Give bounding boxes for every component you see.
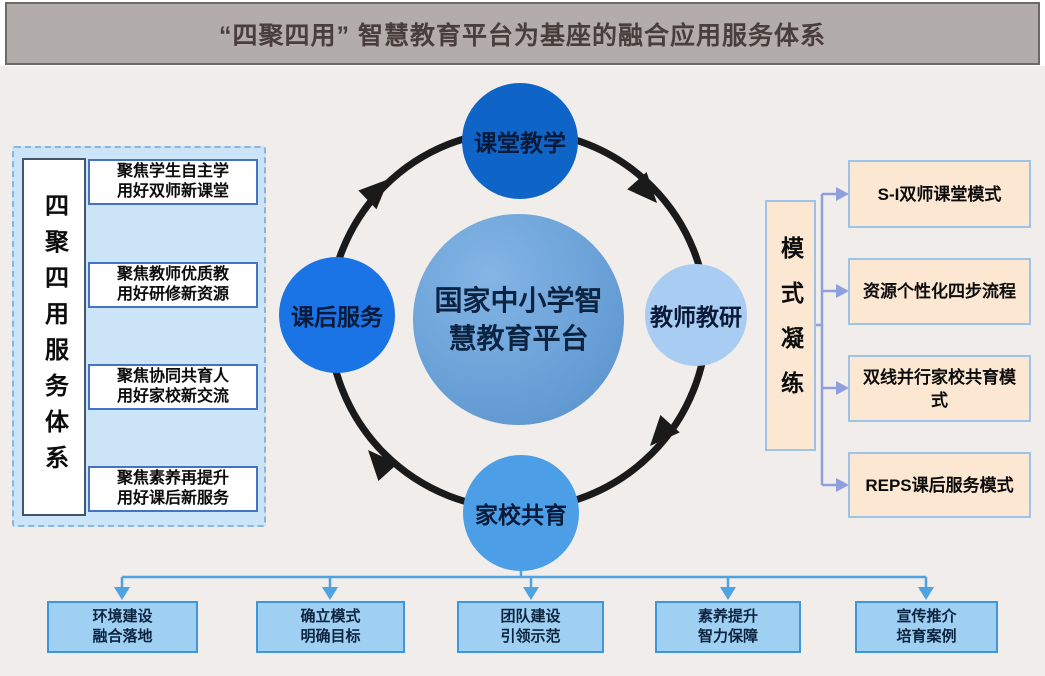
bottom-step-5-line2: 培育案例 — [896, 628, 957, 645]
cycle-node-home-school: 家校共育 — [463, 455, 579, 571]
focus-item-3: 聚焦协同共育人 用好家校新交流 — [88, 364, 258, 410]
bottom-step-2-line2: 明确目标 — [300, 628, 361, 645]
ring-arrow-ne — [627, 172, 657, 203]
center-platform-line1: 国家中小学智 — [434, 284, 603, 316]
focus-item-2: 聚焦教师优质教 用好研修新资源 — [88, 262, 258, 308]
focus-item-3-line1: 聚焦协同共育人 — [116, 368, 229, 385]
cycle-node-after-class-service: 课后服务 — [279, 257, 395, 373]
right-bracket-lines — [815, 192, 838, 487]
bottom-step-4-line2: 智力保障 — [697, 628, 758, 645]
focus-item-1-line2: 用好双师新课堂 — [116, 183, 229, 200]
focus-item-4-line1: 聚焦素养再提升 — [116, 470, 229, 487]
mode-item-1-text: S-I双师课堂模式 — [877, 184, 1002, 204]
mode-item-1: S-I双师课堂模式 — [848, 160, 1031, 228]
center-platform-line2: 慧教育平台 — [448, 322, 589, 354]
bottom-step-5-line1: 宣传推介 — [896, 608, 957, 625]
bottom-step-4-line1: 素养提升 — [697, 608, 758, 625]
ring-arrow-se — [650, 415, 680, 446]
bottom-connector-arrowheads — [114, 587, 934, 600]
ring-arrow-sw — [368, 450, 398, 481]
focus-item-3-line2: 用好家校新交流 — [116, 388, 229, 405]
bottom-step-3-line1: 团队建设 — [500, 608, 561, 625]
bottom-step-3: 团队建设 引领示范 — [457, 601, 604, 653]
ring-arrow-nw — [358, 179, 389, 210]
focus-item-4: 聚焦素养再提升 用好课后新服务 — [88, 466, 258, 512]
focus-item-2-line1: 聚焦教师优质教 — [116, 266, 229, 283]
page-title: “四聚四用” 智慧教育平台为基座的融合应用服务体系 — [219, 21, 826, 50]
mode-item-3: 双线并行家校共育模式 — [848, 355, 1031, 422]
four-focus-panel-label: 四聚四用服务体系 — [22, 158, 86, 516]
focus-item-4-line2: 用好课后新服务 — [116, 490, 229, 507]
mode-refinement-label: 模式凝练 — [765, 200, 816, 451]
cycle-node-teacher-research: 教师教研 — [645, 264, 747, 366]
bottom-step-1: 环境建设 融合落地 — [47, 601, 198, 653]
mode-item-4-text: REPS课后服务模式 — [865, 475, 1014, 495]
mode-item-3-text: 双线并行家校共育模式 — [863, 367, 1016, 410]
bottom-step-1-line2: 融合落地 — [92, 628, 153, 645]
focus-item-1: 聚焦学生自主学 用好双师新课堂 — [88, 159, 258, 205]
cycle-node-classroom-teaching: 课堂教学 — [462, 83, 578, 199]
bottom-step-1-line1: 环境建设 — [92, 608, 153, 625]
mode-item-4: REPS课后服务模式 — [848, 452, 1031, 518]
focus-item-1-line1: 聚焦学生自主学 — [116, 163, 229, 180]
right-bracket-arrowheads — [836, 187, 849, 492]
mode-item-2: 资源个性化四步流程 — [848, 258, 1031, 325]
bottom-step-5: 宣传推介 培育案例 — [855, 601, 998, 653]
focus-item-2-line2: 用好研修新资源 — [116, 286, 229, 303]
bottom-step-2-line1: 确立模式 — [300, 608, 361, 625]
cycle-ring-arrowheads — [358, 172, 680, 481]
bottom-step-4: 素养提升 智力保障 — [655, 601, 801, 653]
bottom-step-2: 确立模式 明确目标 — [256, 601, 405, 653]
mode-item-2-text: 资源个性化四步流程 — [863, 282, 1016, 301]
bottom-step-3-line2: 引领示范 — [500, 628, 561, 645]
title-bar: “四聚四用” 智慧教育平台为基座的融合应用服务体系 — [5, 2, 1040, 65]
center-platform-node: 国家中小学智 慧教育平台 — [413, 214, 624, 425]
